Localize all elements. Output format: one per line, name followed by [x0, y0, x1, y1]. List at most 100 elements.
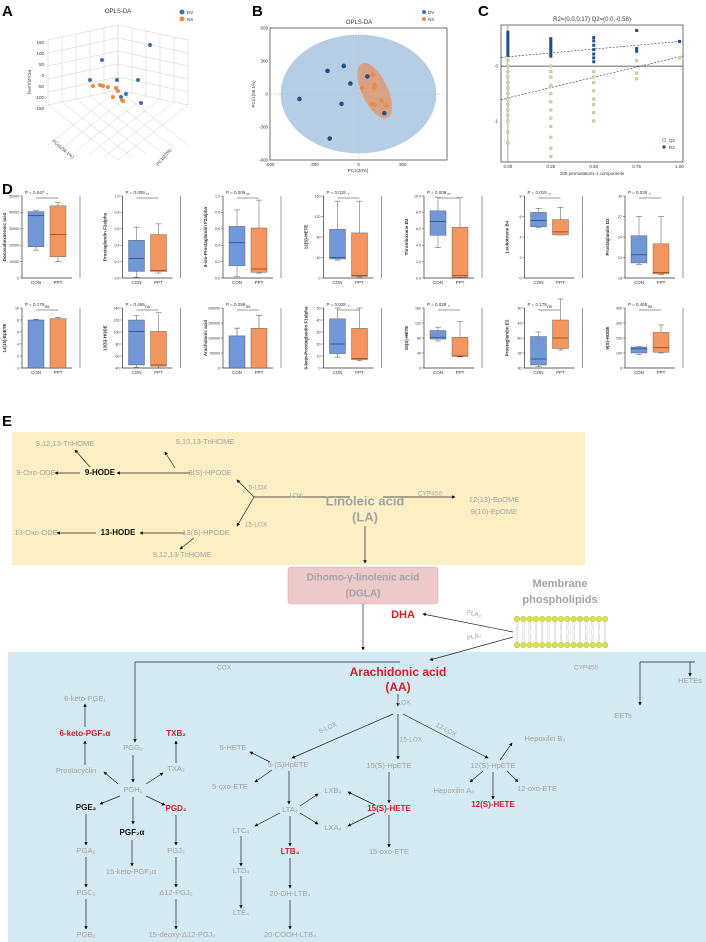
legend-q2-marker — [662, 137, 667, 142]
p-value: P = 0.015 — [528, 190, 548, 195]
legend-ns-label: NS — [187, 17, 193, 22]
data-point-ns — [111, 95, 115, 99]
lipid-head — [583, 616, 590, 623]
significance-label: * — [46, 192, 48, 197]
node-ltc4: LTC₄ — [233, 826, 250, 835]
chart-title: Arachidonic acid — [203, 320, 208, 357]
grid-line — [47, 89, 119, 106]
y-tick-label: 150000 — [208, 321, 220, 325]
y-tick-label: 80 — [417, 336, 421, 340]
data-point-q2 — [591, 80, 596, 85]
data-point-q2 — [549, 83, 553, 88]
data-point-ns — [379, 98, 384, 103]
box-ppt — [552, 319, 569, 349]
y-tick-label: 24 — [618, 235, 622, 239]
pathway-arrow — [236, 496, 255, 527]
x-tick-label-con: CON — [534, 370, 544, 375]
data-point-r2 — [506, 37, 510, 41]
data-point-q2 — [506, 58, 510, 63]
lipid-head — [595, 642, 602, 649]
data-point-r2 — [506, 42, 510, 46]
lipid-head — [583, 642, 590, 649]
legend-r2-marker — [662, 145, 666, 149]
node-membrane: Membrane — [532, 578, 587, 590]
pathway-arrow — [254, 769, 273, 783]
x-tick-label-con: CON — [333, 370, 343, 375]
x-tick-label-ppt: PPT — [456, 370, 465, 375]
data-point-r2 — [549, 52, 553, 56]
p-value: P = 0.465 — [628, 302, 648, 307]
y-tick-label: 0.8 — [215, 211, 220, 215]
data-point-ns — [384, 103, 389, 108]
legend-dv-label: DV — [428, 10, 434, 15]
y-tick-label: 2 — [520, 256, 522, 260]
enzyme-pla2-aa: PLA₂ — [466, 632, 483, 642]
x-tick-label: 0 — [357, 162, 360, 167]
lipid-head — [595, 616, 602, 623]
box-ppt — [451, 226, 469, 278]
box-ppt — [49, 205, 67, 257]
data-point-q2 — [591, 69, 596, 74]
lipid-head — [526, 642, 533, 649]
data-point-q2 — [506, 130, 510, 134]
pathway-arrow — [99, 795, 121, 805]
data-point-q2 — [591, 110, 596, 115]
panel-b-x-label: PC1(20%) — [348, 168, 369, 173]
box-con — [530, 336, 547, 366]
y-tick-label: 0.0 — [416, 276, 421, 280]
lipid-tail — [591, 621, 594, 643]
lipid-head — [532, 616, 539, 623]
box-con — [228, 226, 246, 266]
y-tick-label: 30 — [317, 330, 321, 334]
node-20-cooh-ltb4: 20-COOH-LTB₄ — [264, 930, 316, 939]
y-tick-label: 160 — [415, 306, 421, 310]
box-con — [128, 240, 145, 272]
significance-label: * — [348, 304, 350, 309]
lipid-head — [539, 616, 546, 623]
y-tick-label: 1.0 — [115, 194, 120, 198]
node-lte4: LTE₄ — [233, 908, 249, 917]
data-point-ns — [370, 72, 375, 78]
y-tick-label: 0.2 — [215, 260, 220, 264]
pathway-arrow — [291, 713, 394, 759]
y-tick-label: 100000 — [208, 336, 220, 340]
lipid-head — [570, 642, 577, 649]
x-tick-label: 0.00 — [503, 164, 512, 169]
grid-line — [103, 92, 175, 149]
node-lta4: LTA₄ — [282, 805, 298, 814]
lipid-head — [577, 642, 584, 649]
lipid-head — [520, 616, 527, 623]
y-tick-label: 4 — [17, 342, 19, 346]
enzyme-pla2-dha: PLA₂ — [466, 609, 482, 619]
p-value: P = 0.175 — [25, 302, 45, 307]
data-point-ns — [101, 84, 105, 88]
node-ltb4: LTB₄ — [281, 847, 300, 856]
node-9-hode: 9-HODE — [85, 468, 116, 477]
box-ppt — [150, 234, 167, 272]
data-point-dv — [148, 43, 152, 47]
x-tick-label-ppt: PPT — [154, 370, 163, 375]
box-plot-8-iso-prostaglandin-f2alpha: 0.00.20.40.60.81.08-iso-Prostaglandin F2… — [203, 190, 282, 285]
significance-label: * — [348, 192, 350, 197]
data-point-q2 — [634, 71, 639, 75]
data-point-q2 — [549, 108, 553, 112]
x-tick-label: 300 — [399, 162, 407, 167]
data-point-q2 — [506, 64, 510, 68]
y-tick-label: 100 — [114, 330, 120, 334]
panel-label-a: A — [2, 3, 13, 20]
x-tick-label-con: CON — [534, 280, 544, 285]
data-point-dv — [124, 92, 128, 96]
lipid-tail — [604, 621, 607, 643]
bar-con — [228, 335, 246, 369]
node-9-oxo-ode: 9-Oxo-ODE — [16, 468, 55, 477]
data-point-r2 — [549, 50, 553, 54]
y-tick-label: 10000 — [9, 260, 19, 264]
lipid-head — [564, 642, 571, 649]
grid-line — [117, 37, 189, 54]
node-15-oxo-ete: 15-oxo-ETE — [369, 847, 409, 856]
significance-label: ns — [547, 304, 553, 309]
lipid-head — [526, 616, 533, 623]
